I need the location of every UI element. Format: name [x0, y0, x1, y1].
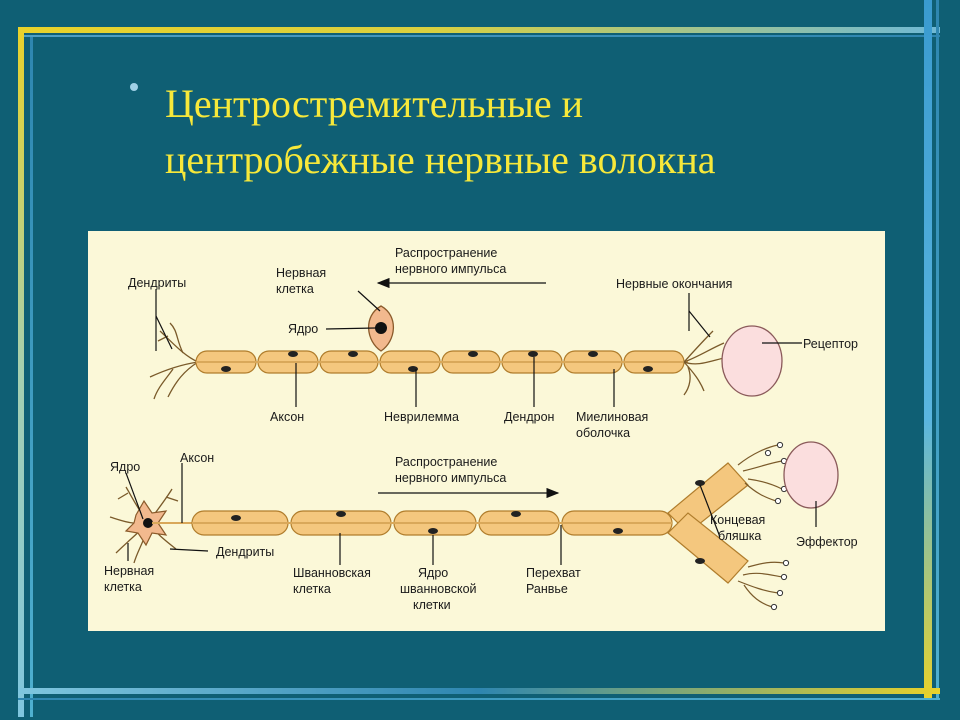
- top-neurilemma-label: Неврилемма: [384, 410, 459, 424]
- nerve-fiber-diagram: Распространение нервного импульса Дендри…: [88, 231, 885, 631]
- top-fiber: [149, 305, 783, 400]
- top-receptor-label: Рецептор: [803, 337, 858, 351]
- top-myelin-label-2: оболочка: [576, 426, 630, 440]
- slide-title-line1: Центростремительные и: [165, 81, 584, 126]
- frame-right-stripe: [924, 0, 932, 700]
- bottom-nucleus-label: Ядро: [110, 460, 140, 474]
- top-propagation-line2: нервного импульса: [395, 262, 506, 276]
- bottom-schwann-label-2: клетка: [293, 582, 331, 596]
- bottom-nerve-cell-label-2: клетка: [104, 580, 142, 594]
- top-leader-lines: [155, 289, 802, 407]
- frame-right-stripe-inner: [936, 0, 939, 700]
- top-nerve-cell-label-2: клетка: [276, 282, 314, 296]
- frame-left-stripe: [18, 27, 24, 717]
- frame-top-stripe-inner: [18, 35, 940, 37]
- frame-top-stripe: [18, 27, 940, 33]
- frame-bottom-stripe-inner: [18, 698, 940, 700]
- top-dendrites-branches: [149, 322, 199, 400]
- bottom-axon-label: Аксон: [180, 451, 214, 465]
- bottom-schwann-nucleus-label-1: Ядро: [418, 566, 448, 580]
- slide-title: Центростремительные и центробежные нервн…: [165, 76, 885, 188]
- receptor-shape: [721, 325, 783, 397]
- frame-bottom-stripe: [18, 688, 940, 694]
- top-propagation-line1: Распространение: [395, 246, 497, 260]
- bottom-terminal-fibers: [737, 444, 785, 608]
- bottom-leader-lines: [125, 463, 817, 565]
- bottom-nerve-cell-label-1: Нервная: [104, 564, 154, 578]
- top-nucleus-label: Ядро: [288, 322, 318, 336]
- top-nerve-endings: [683, 330, 729, 396]
- bullet-icon: [130, 83, 138, 91]
- top-axon-label: Аксон: [270, 410, 304, 424]
- bottom-ranvier-label-2: Ранвье: [526, 582, 568, 596]
- top-nerve-cell-label-1: Нервная: [276, 266, 326, 280]
- bottom-end-plate-label-1: Концевая: [710, 513, 765, 527]
- bottom-propagation-line2: нервного импульса: [395, 471, 506, 485]
- top-dendrites-label: Дендриты: [128, 276, 186, 290]
- bottom-schwann-nucleus-label-2: шванновской: [400, 582, 477, 596]
- bottom-fiber: [109, 441, 839, 611]
- frame-left-stripe-inner: [30, 37, 33, 717]
- top-nerve-cell-nucleus: [375, 322, 387, 334]
- top-nerve-endings-label: Нервные окончания: [616, 277, 732, 291]
- bottom-propagation-line1: Распространение: [395, 455, 497, 469]
- bottom-nerve-cell-nucleus: [143, 518, 153, 528]
- effector-shape: [783, 441, 839, 509]
- top-nuclei: [221, 351, 653, 372]
- top-dendron-label: Дендрон: [504, 410, 555, 424]
- slide-title-line2: центробежные нервные волокна: [165, 137, 716, 182]
- bottom-ranvier-label-1: Перехват: [526, 566, 581, 580]
- bottom-effector-label: Эффектор: [796, 535, 858, 549]
- bottom-schwann-nucleus-label-3: клетки: [413, 598, 451, 612]
- top-myelin-label-1: Миелиновая: [576, 410, 648, 424]
- bottom-schwann-label-1: Шванновская: [293, 566, 371, 580]
- bottom-nuclei: [231, 480, 705, 564]
- bottom-dendrites-label: Дендриты: [216, 545, 274, 559]
- diagram-svg: Распространение нервного импульса Дендри…: [104, 246, 858, 612]
- bottom-terminal-knobs: [764, 441, 790, 611]
- bottom-end-plate-label-2: бляшка: [718, 529, 761, 543]
